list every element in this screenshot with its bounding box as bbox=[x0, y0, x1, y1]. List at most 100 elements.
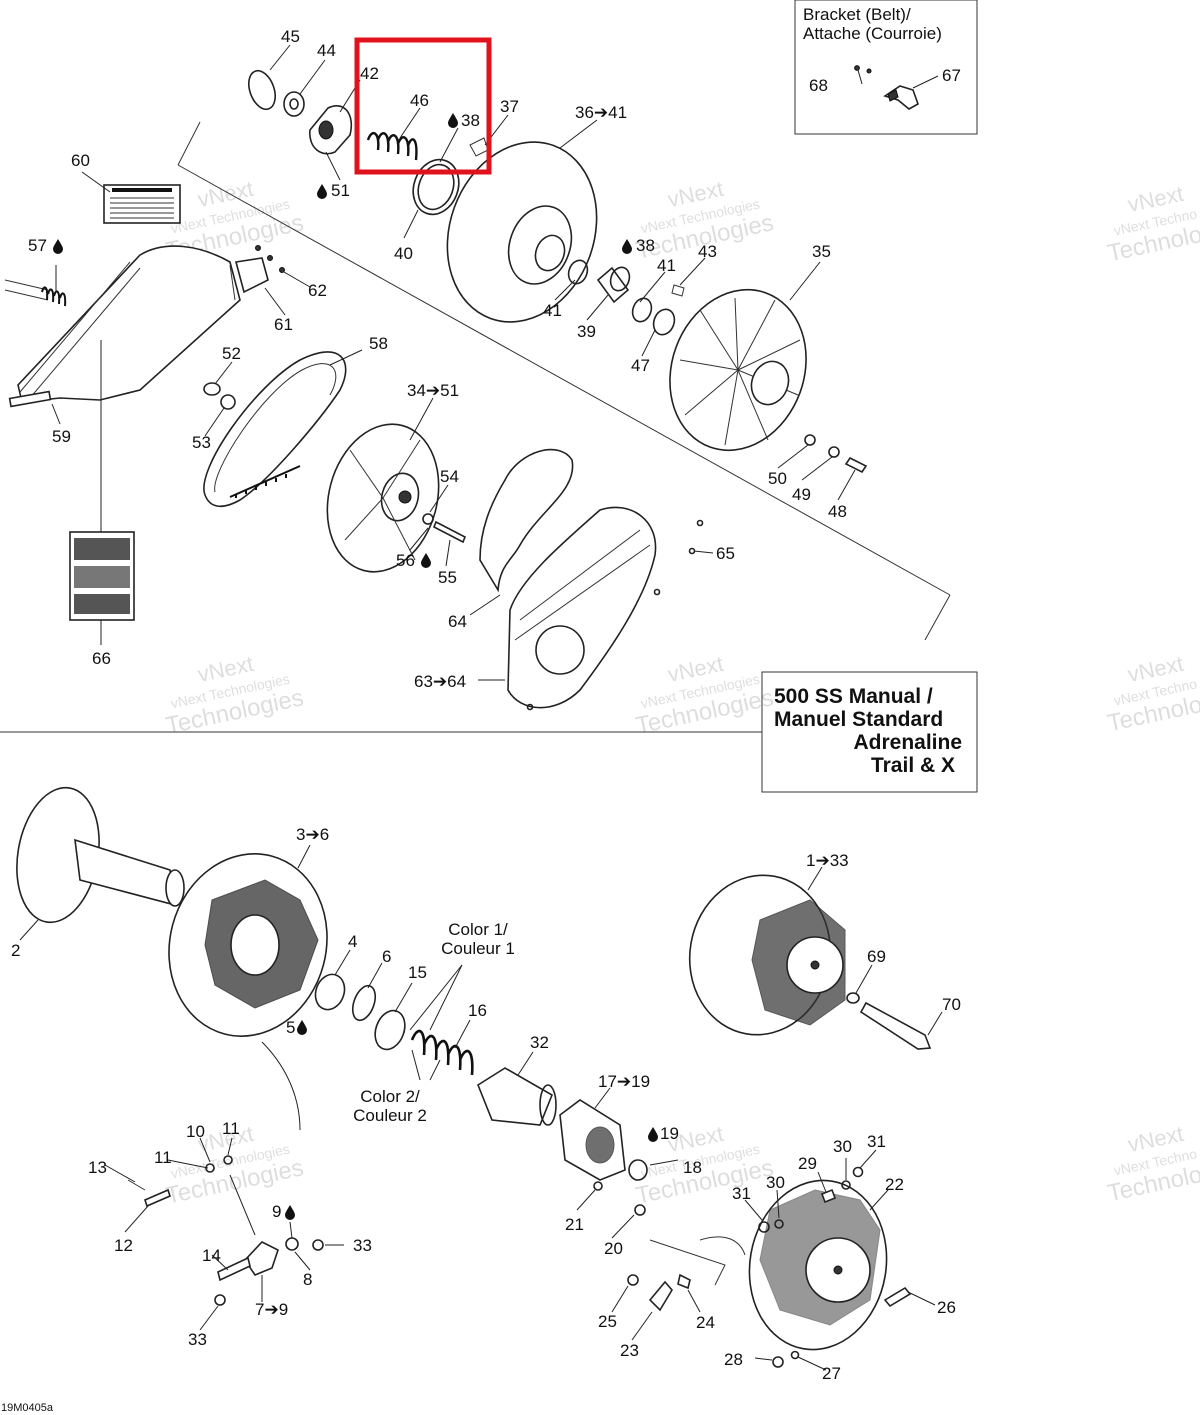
belt-cover-detail bbox=[514, 529, 651, 641]
callout-label: 47 bbox=[631, 356, 650, 375]
screw-part bbox=[267, 255, 273, 261]
circlip-part bbox=[631, 297, 653, 323]
lubricant-drop-icon bbox=[297, 1020, 307, 1035]
callout-label: 23 bbox=[620, 1341, 639, 1360]
drive-shaft-splines bbox=[165, 869, 185, 907]
washer-part bbox=[289, 98, 299, 110]
callout-label: 55 bbox=[438, 568, 457, 587]
bracket-screw-part bbox=[866, 68, 872, 74]
warning-decal-60 bbox=[103, 184, 181, 224]
washer-part bbox=[790, 1350, 800, 1360]
belt-guard-part bbox=[17, 245, 241, 403]
bushing-part bbox=[596, 266, 630, 304]
circlip-part bbox=[567, 259, 589, 285]
fixed-sheave-vanes bbox=[679, 297, 801, 446]
washer-part bbox=[283, 91, 305, 117]
callout-label: 11 bbox=[154, 1148, 172, 1167]
callout-label: 28 bbox=[724, 1350, 743, 1369]
sliding-sheave-hub bbox=[507, 205, 573, 285]
callout-labels: 45 44 42 46 38 37 36➔41 60 51 40 38 43 4… bbox=[11, 27, 961, 1383]
model-title-line: Trail & X bbox=[871, 754, 955, 777]
belt-guard-assembly bbox=[4, 245, 285, 408]
washer-part bbox=[804, 434, 816, 446]
callout-label: 51 bbox=[331, 181, 350, 200]
callout-label: 30 bbox=[833, 1137, 852, 1156]
screw-part bbox=[844, 456, 868, 474]
callout-label: 44 bbox=[317, 41, 336, 60]
callout-label: 2 bbox=[11, 941, 20, 960]
callout-label: 26 bbox=[937, 1298, 956, 1317]
callout-label: 41 bbox=[657, 256, 676, 275]
callout-label: 27 bbox=[822, 1364, 841, 1383]
model-title-line: 500 SS Manual / bbox=[774, 685, 933, 708]
color-label: Couleur 1 bbox=[441, 939, 515, 958]
screw-part bbox=[688, 547, 696, 555]
weight-part bbox=[243, 1241, 279, 1276]
washer-part bbox=[841, 1180, 851, 1190]
callout-label: 70 bbox=[942, 995, 961, 1014]
callout-label: 21 bbox=[565, 1215, 584, 1234]
screw-part bbox=[279, 267, 285, 273]
screw-part bbox=[255, 245, 261, 251]
bushing-part bbox=[628, 1159, 648, 1181]
callout-label: 61 bbox=[274, 315, 293, 334]
callout-label: 66 bbox=[92, 649, 111, 668]
belt-guard-clip bbox=[8, 390, 52, 408]
model-title-line: Adrenaline bbox=[853, 731, 962, 754]
pin-part bbox=[127, 1179, 146, 1191]
fixed-sheave-hub bbox=[750, 360, 790, 406]
sliding-sheave-bore bbox=[534, 234, 566, 272]
callout-label: 8 bbox=[303, 1270, 312, 1289]
screw-part bbox=[653, 588, 661, 596]
bushing-part bbox=[285, 1237, 299, 1251]
model-inset-frame bbox=[761, 671, 978, 793]
callout-label: 20 bbox=[604, 1239, 623, 1258]
washer-part bbox=[652, 308, 676, 336]
exploded-axis-line bbox=[924, 594, 951, 641]
circlip-part bbox=[351, 984, 377, 1022]
callout-label: 14 bbox=[202, 1246, 221, 1265]
belt-cover-window bbox=[535, 625, 585, 675]
washer-part bbox=[846, 992, 860, 1004]
warning-decal-66 bbox=[69, 531, 135, 621]
drive-pulley-hub bbox=[380, 472, 420, 522]
lubricant-drop-icon bbox=[317, 184, 327, 199]
spring-color-labels: Color 1/ Couleur 1 Color 2/ Couleur 2 bbox=[353, 920, 515, 1125]
callout-label: 69 bbox=[867, 947, 886, 966]
callout-label: 22 bbox=[885, 1175, 904, 1194]
callout-label: 12 bbox=[114, 1236, 133, 1255]
nut-part bbox=[214, 1294, 226, 1306]
callout-label: 67 bbox=[942, 66, 961, 85]
leader-line bbox=[229, 1174, 256, 1236]
drive-belt-part bbox=[203, 351, 347, 508]
callout-label: 6 bbox=[382, 947, 391, 966]
screw-part bbox=[627, 1274, 639, 1286]
bushing-part bbox=[314, 973, 346, 1011]
lubricant-drop-icon bbox=[648, 1127, 658, 1142]
callout-label: 40 bbox=[394, 244, 413, 263]
exploded-axis-line bbox=[177, 121, 201, 166]
screw-part bbox=[526, 703, 534, 711]
callout-label: 17➔19 bbox=[598, 1072, 650, 1091]
callout-label: 19 bbox=[660, 1124, 679, 1143]
screw-part bbox=[696, 519, 704, 527]
lubricant-drop-icon bbox=[285, 1205, 295, 1220]
governor-cup-bore bbox=[833, 1265, 843, 1275]
washer-part bbox=[774, 1219, 784, 1229]
pin-part bbox=[217, 1256, 251, 1282]
callout-label: 9 bbox=[272, 1202, 281, 1221]
bracket-screw-part bbox=[854, 65, 860, 71]
color-label: Color 2/ bbox=[360, 1087, 420, 1106]
washer-part bbox=[422, 513, 434, 525]
callout-label: 11 bbox=[222, 1119, 240, 1138]
callout-label: 38 bbox=[461, 111, 480, 130]
callout-label: 53 bbox=[192, 433, 211, 452]
callout-label: 36➔41 bbox=[575, 103, 627, 122]
callout-label: 3➔6 bbox=[296, 825, 329, 844]
callout-label: 41 bbox=[543, 301, 562, 320]
nut-part bbox=[758, 1221, 770, 1233]
callout-label: 39 bbox=[577, 322, 596, 341]
callout-label: 45 bbox=[281, 27, 300, 46]
callout-label: 64 bbox=[448, 612, 467, 631]
